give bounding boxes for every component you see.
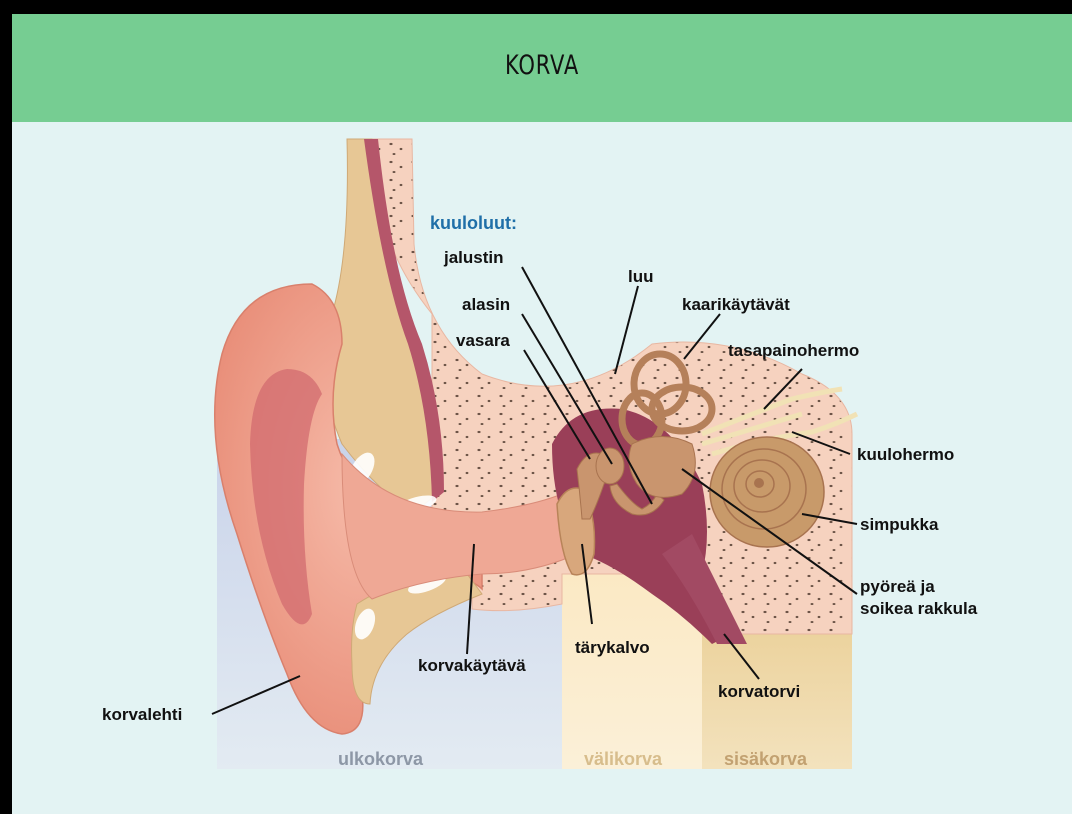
label-eardrum: tärykalvo xyxy=(575,638,650,657)
ear-diagram: kuuloluut: jalustin alasin vasara luu ka… xyxy=(12,14,1072,814)
label-windows-line1: pyöreä ja xyxy=(860,577,935,596)
incus xyxy=(596,448,624,484)
cochlea-apex xyxy=(754,478,764,488)
label-malleus: vasara xyxy=(456,331,510,350)
label-eustachian-tube: korvatorvi xyxy=(718,682,800,701)
zone-label-inner: sisäkorva xyxy=(724,749,808,769)
figure-panel: KORVA xyxy=(12,14,1072,814)
ossicles-heading: kuuloluut: xyxy=(430,213,517,233)
label-auditory-nerve: kuulohermo xyxy=(857,445,954,464)
label-pinna: korvalehti xyxy=(102,705,182,724)
label-bone: luu xyxy=(628,267,654,286)
label-incus: alasin xyxy=(462,295,510,314)
label-vestibular-nerve: tasapainohermo xyxy=(728,341,859,360)
zone-label-outer: ulkokorva xyxy=(338,749,424,769)
label-ear-canal: korvakäytävä xyxy=(418,656,526,675)
label-stapes: jalustin xyxy=(443,248,504,267)
label-cochlea: simpukka xyxy=(860,515,939,534)
label-semicircular-canals: kaarikäytävät xyxy=(682,295,790,314)
zone-label-middle: välikorva xyxy=(584,749,663,769)
label-windows-line2: soikea rakkula xyxy=(860,599,978,618)
